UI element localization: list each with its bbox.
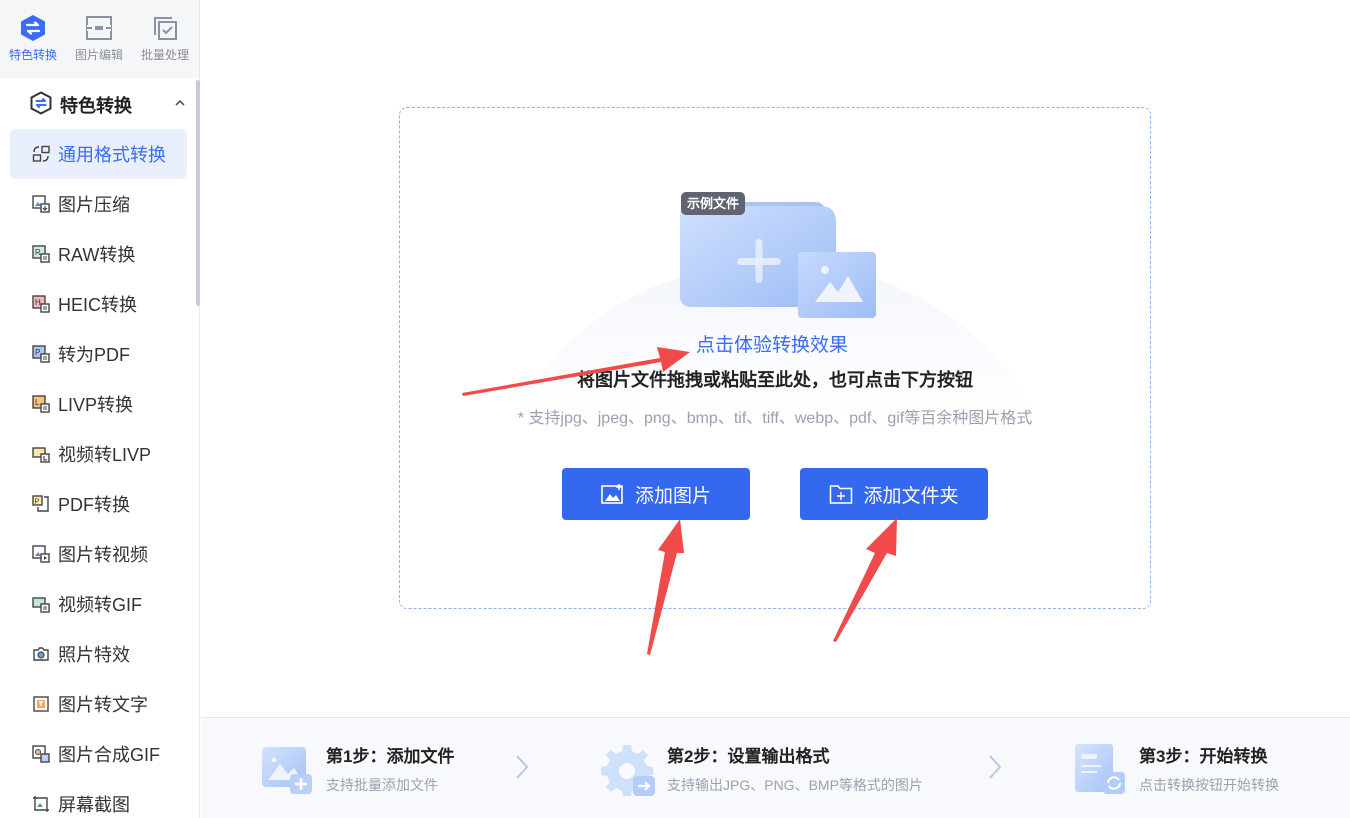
sidebar-item-video-livp[interactable]: 视频转LIVP: [10, 429, 187, 479]
convert-hexagon-icon: [30, 90, 52, 120]
convert-hexagon-icon: [19, 14, 47, 42]
sidebar-item-label: 通用格式转换: [58, 145, 166, 165]
topnav-label: 批量处理: [140, 48, 189, 62]
sidebar-item-label: 视频转GIF: [58, 595, 142, 615]
sidebar-item-raw[interactable]: R RAW转换: [10, 229, 187, 279]
livp-file-icon: L: [32, 395, 50, 413]
topnav-label: 特色转换: [8, 48, 57, 62]
chevron-up-icon[interactable]: [174, 96, 186, 110]
image-compress-icon: [32, 195, 50, 213]
svg-text:L: L: [35, 398, 40, 407]
svg-text:R: R: [35, 248, 41, 257]
step-subtitle: 支持输出JPG、PNG、BMP等格式的图片: [667, 777, 923, 793]
add-folder-icon: [829, 483, 853, 505]
add-image-button[interactable]: 添加图片: [562, 468, 750, 520]
sidebar-item-ocr[interactable]: 图片转文字: [10, 679, 187, 729]
sidebar-item-label: HEIC转换: [58, 295, 138, 315]
sidebar-item-gif-compose[interactable]: 图片合成GIF: [10, 729, 187, 779]
sidebar-item-label: 屏幕截图: [58, 795, 130, 815]
batch-process-icon: [151, 14, 179, 42]
sidebar: 特色转换 图片编辑 批量处理 特色转换: [0, 0, 200, 818]
format-convert-icon: [32, 145, 50, 163]
steps-footer: 第1步：添加文件 支持批量添加文件 第2步：设置输出格式 支持输出JPG、PNG…: [201, 717, 1350, 818]
add-folder-label: 添加文件夹: [863, 485, 959, 507]
chevron-right-icon: [515, 754, 529, 787]
sidebar-item-format-convert[interactable]: 通用格式转换: [10, 129, 187, 179]
pdf-file-icon: P: [32, 345, 50, 363]
sidebar-item-pdf-convert[interactable]: P PDF转换: [10, 479, 187, 529]
sidebar-menu: 通用格式转换 图片压缩 R RAW转换 H HEIC转换: [10, 129, 187, 818]
sidebar-item-label: 照片特效: [58, 645, 130, 665]
sidebar-item-label: PDF转换: [58, 495, 130, 515]
gif-compose-icon: [32, 745, 50, 763]
svg-text:P: P: [35, 348, 40, 357]
pdf-convert-icon: P: [32, 495, 50, 513]
sidebar-item-to-pdf[interactable]: P 转为PDF: [10, 329, 187, 379]
step-2: 第2步：设置输出格式 支持输出JPG、PNG、BMP等格式的图片: [601, 718, 923, 818]
supported-formats-text: * 支持jpg、jpeg、png、bmp、tif、tiff、webp、pdf、g…: [517, 410, 1033, 427]
raw-file-icon: R: [32, 245, 50, 263]
step-3: 第3步：开始转换 点击转换按钮开始转换: [1073, 718, 1279, 818]
camera-icon: [32, 645, 50, 663]
sample-file-illustration[interactable]: [680, 192, 880, 322]
step-subtitle: 支持批量添加文件: [326, 777, 438, 793]
add-image-label: 添加图片: [634, 485, 711, 507]
add-folder-button[interactable]: 添加文件夹: [800, 468, 988, 520]
sidebar-item-heic[interactable]: H HEIC转换: [10, 279, 187, 329]
sidebar-group-title: 特色转换: [60, 96, 132, 116]
topnav-special-convert[interactable]: 特色转换: [0, 0, 66, 78]
file-drop-zone[interactable]: [399, 107, 1151, 609]
sidebar-item-label: 视频转LIVP: [58, 445, 152, 465]
sidebar-item-label: 图片转视频: [58, 545, 148, 565]
sidebar-item-video-gif[interactable]: 视频转GIF: [10, 579, 187, 629]
gear-output-step-icon: [601, 744, 655, 796]
chevron-right-icon: [988, 754, 1002, 787]
drop-hint-text: 将图片文件拖拽或粘贴至此处，也可点击下方按钮: [577, 370, 973, 390]
sample-file-badge: 示例文件: [681, 192, 746, 215]
image-edit-icon: [85, 14, 113, 42]
sidebar-item-label: 图片转文字: [58, 695, 148, 715]
add-image-icon: [601, 483, 625, 505]
ocr-text-icon: [32, 695, 50, 713]
step-title: 第3步：开始转换: [1139, 747, 1268, 766]
svg-text:P: P: [35, 499, 40, 506]
sidebar-item-label: 图片压缩: [58, 195, 130, 215]
sidebar-item-screenshot[interactable]: 屏幕截图: [10, 779, 187, 818]
sidebar-item-image-compress[interactable]: 图片压缩: [10, 179, 187, 229]
topnav-batch-process[interactable]: 批量处理: [132, 0, 198, 78]
folder-add-icon: [680, 202, 876, 318]
add-image-step-icon: [262, 746, 312, 794]
sidebar-item-image-video[interactable]: 图片转视频: [10, 529, 187, 579]
sidebar-item-label: LIVP转换: [58, 395, 134, 415]
step-subtitle: 点击转换按钮开始转换: [1139, 777, 1279, 793]
step-title: 第1步：添加文件: [326, 747, 455, 766]
top-category-nav: 特色转换 图片编辑 批量处理: [0, 0, 199, 78]
try-demo-link-text[interactable]: 点击体验转换效果: [696, 335, 849, 356]
sidebar-item-label: RAW转换: [58, 245, 136, 265]
screenshot-icon: [32, 795, 50, 813]
sidebar-item-label: 转为PDF: [58, 345, 130, 365]
heic-file-icon: H: [32, 295, 50, 313]
step-1: 第1步：添加文件 支持批量添加文件: [260, 718, 454, 818]
document-refresh-step-icon: [1075, 743, 1125, 794]
sidebar-scrollbar[interactable]: [196, 80, 200, 306]
svg-text:H: H: [35, 298, 41, 307]
image-video-icon: [32, 545, 50, 563]
topnav-image-edit[interactable]: 图片编辑: [66, 0, 132, 78]
topnav-label: 图片编辑: [74, 48, 123, 62]
sidebar-group-header[interactable]: 特色转换: [30, 90, 190, 120]
sidebar-item-label: 图片合成GIF: [58, 745, 160, 765]
sidebar-item-livp[interactable]: L LIVP转换: [10, 379, 187, 429]
video-gif-icon: [32, 595, 50, 613]
video-livp-icon: [32, 445, 50, 463]
sidebar-item-photo-effects[interactable]: 照片特效: [10, 629, 187, 679]
step-title: 第2步：设置输出格式: [667, 747, 830, 766]
